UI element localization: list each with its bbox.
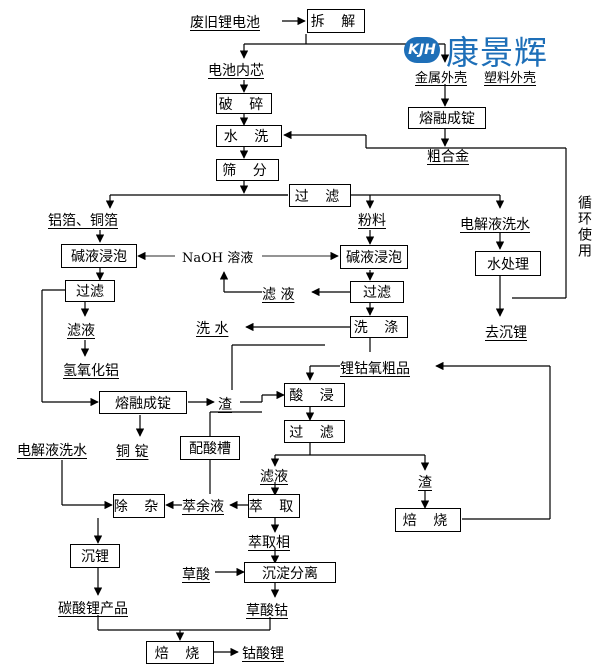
logo-name: 康景辉 [446,33,548,72]
step-screen: 筛 分 [216,159,279,181]
step-crush: 破 碎 [216,93,272,114]
step-roast-right: 焙 烧 [395,508,461,532]
step-disassemble: 拆 解 [307,9,365,33]
label-wash-water: 洗 水 [196,321,229,337]
output-copper-ingot: 铜 锭 [116,444,149,460]
label-oxalic-acid: 草酸 [182,567,210,583]
label-plastic-shell: 塑料外壳 [484,71,537,86]
label-al-cu-foils: 铝箔、铜箔 [48,213,118,229]
label-filtrate-mid: 滤 液 [262,287,295,303]
step-acid-leach: 酸 浸 [284,383,345,407]
step-alkali-soak-right: 碱液浸泡 [340,245,408,269]
label-cobalt-oxalate: 草酸钴 [246,603,288,619]
step-smelt-ingot-top: 熔融成锭 [408,107,486,129]
label-extract-phase: 萃取相 [248,535,290,551]
step-roast-bottom: 焙 烧 [146,641,214,664]
label-powder: 粉料 [358,213,386,229]
step-filter-main: 过 滤 [289,184,351,207]
label-electrolyte-wash-water-low: 电解液洗水 [17,443,87,459]
label-residue-mid: 渣 [218,397,232,413]
step-alkali-soak-left: 碱液浸泡 [61,244,137,268]
step-extraction: 萃 取 [248,494,300,518]
label-battery-core: 电池内芯 [208,63,264,79]
step-precipitate-li: 沉锂 [70,544,120,568]
label-residue-right: 渣 [418,475,432,491]
label-metal-shell: 金属外壳 [415,71,468,86]
output-lithium-carbonate: 碳酸锂产品 [58,601,128,617]
label-recycle-use: 循环使用 [576,195,592,259]
step-filter-lower: 过 滤 [284,420,345,443]
label-naoh-solution: NaOH 溶液 [182,251,254,266]
output-remove-li-top: 去沉锂 [485,325,527,341]
label-filtrate-left: 滤液 [67,323,95,339]
output-aluminum-hydroxide: 氢氧化铝 [63,363,119,379]
label-li-co-oxide-crude: 锂钴氧粗品 [340,361,410,377]
label-raffinate: 萃余液 [182,499,224,515]
step-acid-mixing-tank: 配酸槽 [180,436,240,460]
step-remove-impurity: 除 杂 [113,494,165,518]
output-crude-alloy: 粗合金 [427,149,469,165]
label-filtrate-low: 滤液 [260,469,288,485]
logo-badge-icon: KJH [404,37,440,63]
step-precipitate-separate: 沉淀分离 [244,562,336,583]
step-water-wash: 水 洗 [216,125,282,147]
output-lithium-cobalt-oxide: 钴酸锂 [242,646,284,662]
company-logo: KJH 康景辉 [404,26,548,74]
step-water-treatment: 水处理 [475,251,541,276]
step-washing: 洗 涤 [350,316,408,338]
label-electrolyte-wash-water-top: 电解液洗水 [460,217,530,233]
step-filter-left: 过滤 [65,280,115,302]
step-filter-right: 过滤 [350,281,404,303]
step-smelt-ingot-mid: 熔融成锭 [99,391,187,414]
input-waste-battery: 废旧锂电池 [190,15,260,31]
